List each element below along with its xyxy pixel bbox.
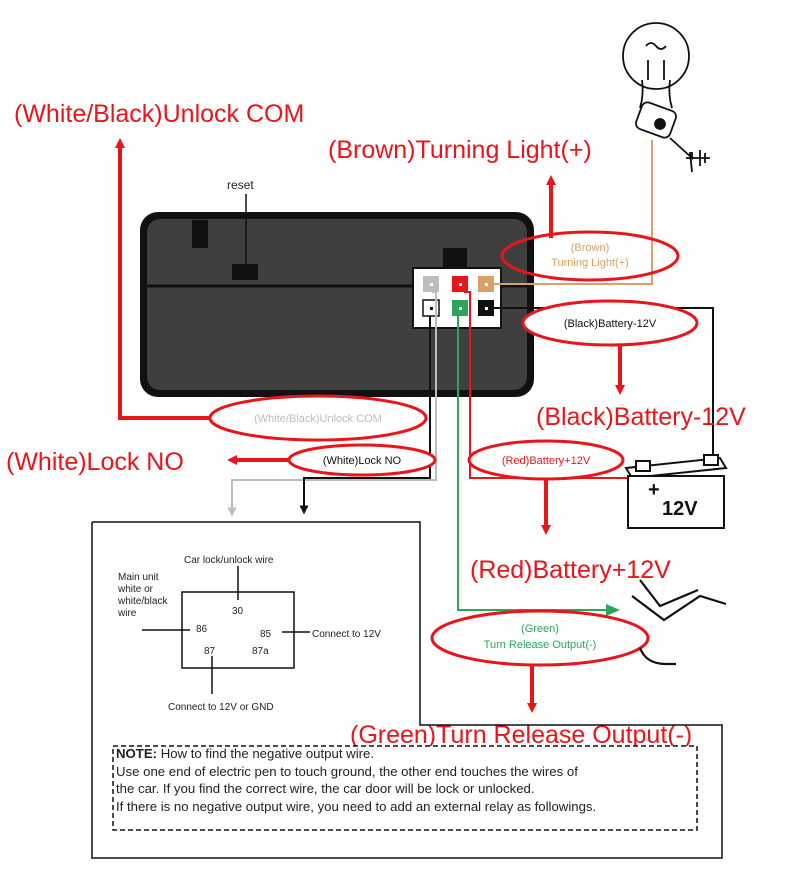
- relay-main-unit-line3: white/black: [117, 596, 168, 607]
- battery-icon: + 12V: [624, 454, 728, 529]
- relay-connect-12v-gnd: Connect to 12V or GND: [168, 702, 274, 713]
- battery-pos-oval: (Red)Battery+12V: [467, 439, 625, 481]
- battery-pos-label: (Red)Battery+12V: [470, 556, 671, 584]
- release-latch-icon: [631, 579, 727, 666]
- lock-no-oval-text: (White)Lock NO: [323, 455, 402, 467]
- relay-pin-85: 85: [260, 629, 272, 640]
- green-wire: [457, 316, 620, 616]
- relay-car-wire-label: Car lock/unlock wire: [184, 555, 274, 566]
- relay-pin-87: 87: [204, 646, 216, 657]
- relay-pin-30: 30: [232, 606, 244, 617]
- note-heading-rest: How to find the negative output wire.: [157, 746, 375, 761]
- battery-pos-oval-text: (Red)Battery+12V: [502, 455, 591, 467]
- unlock-com-arrow: [115, 138, 212, 420]
- lock-no-oval: (White)Lock NO: [287, 443, 437, 477]
- relay-connect-12v: Connect to 12V: [312, 629, 381, 640]
- battery-neg-label: (Black)Battery-12V: [536, 403, 746, 431]
- relay-main-unit-line4: wire: [117, 608, 137, 619]
- relay-pin-87a: 87a: [252, 646, 269, 657]
- main-unit: reset: [140, 178, 534, 397]
- relay-main-unit-line1: Main unit: [118, 572, 159, 583]
- turn-release-oval-line1: (Green): [521, 623, 559, 635]
- unit-tab: [192, 220, 208, 248]
- turn-release-oval: (Green) Turn Release Output(-): [430, 609, 650, 667]
- note-line-2: Use one end of electric pen to touch gro…: [116, 763, 578, 779]
- battery-voltage-label: 12V: [662, 498, 698, 520]
- turning-light-oval: (Brown) Turning Light(+): [500, 230, 680, 282]
- turning-light-oval-line2: Turning Light(+): [551, 257, 629, 269]
- note-heading-line: NOTE: How to find the negative output wi…: [116, 745, 696, 763]
- gray-wire: [227, 291, 437, 517]
- turning-light-oval-line1: (Brown): [571, 242, 610, 254]
- note-box-frame: [112, 745, 698, 831]
- relay-panel: [91, 521, 723, 859]
- bulb-icon: [622, 22, 710, 173]
- relay-diagram: Car lock/unlock wire Main unit white or …: [117, 555, 381, 713]
- brown-wire: [494, 140, 653, 285]
- note-heading: NOTE:: [116, 746, 158, 761]
- unlock-com-label: (White/Black)Unlock COM: [14, 100, 304, 128]
- note-line-3: the car. If you find the correct wire, t…: [116, 781, 535, 796]
- note-line-4: If there is no negative output wire, you…: [116, 798, 597, 814]
- battery-neg-oval: (Black)Battery-12V: [521, 299, 699, 347]
- white-wire: [299, 316, 431, 515]
- turn-release-oval-line2: Turn Release Output(-): [484, 639, 597, 651]
- relay-pin-86: 86: [196, 624, 208, 635]
- unlock-com-oval-text: (White/Black)Unlock COM: [254, 413, 382, 425]
- unlock-com-oval: (White/Black)Unlock COM: [208, 394, 428, 442]
- battery-plus-sign: +: [648, 479, 660, 501]
- relay-main-unit-line2: white or: [117, 584, 154, 595]
- lock-no-label: (White)Lock NO: [6, 448, 184, 476]
- battery-neg-oval-text: (Black)Battery-12V: [564, 318, 657, 330]
- reset-label: reset: [227, 178, 254, 192]
- note-box: NOTE: How to find the negative output wi…: [116, 745, 696, 829]
- reset-button[interactable]: [232, 264, 258, 280]
- turning-light-label: (Brown)Turning Light(+): [328, 136, 592, 164]
